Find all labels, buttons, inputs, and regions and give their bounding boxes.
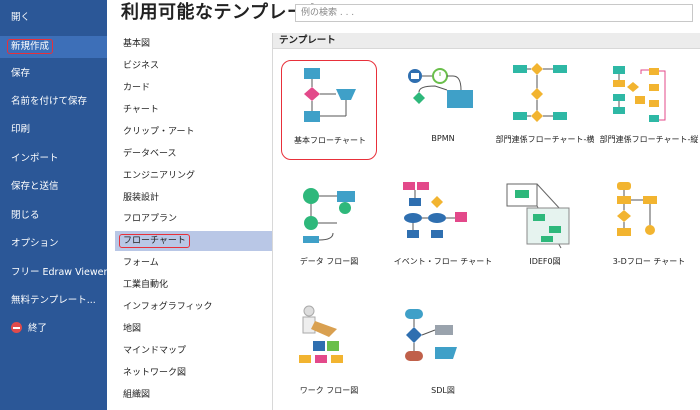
sidebar-item-open[interactable]: 開く (11, 12, 31, 23)
template-label: 基本フローチャート (294, 136, 366, 145)
exit-icon (11, 322, 22, 333)
page-title: 利用可能なテンプレート (121, 2, 324, 23)
sidebar-item-free-templates[interactable]: 無料テンプレート... (11, 295, 96, 306)
template-label: 3-Dフロー チャート (612, 257, 686, 266)
category-database[interactable]: データベース (123, 149, 177, 159)
category-network[interactable]: ネットワーク図 (123, 368, 187, 378)
sidebar-item-exit-label: 終了 (28, 323, 48, 334)
workflow-icon (299, 305, 343, 363)
sidebar-item-new[interactable]: 新規作成 (0, 36, 107, 58)
category-chart[interactable]: チャート (123, 105, 159, 115)
sidebar-item-print[interactable]: 印刷 (11, 124, 31, 135)
template-label: IDEF0図 (529, 257, 561, 266)
category-flowchart[interactable]: フローチャート (115, 231, 272, 251)
template-panel: テンプレート 基本フローチャート BPMN (272, 33, 700, 410)
bpmn-icon (408, 68, 473, 108)
template-label: ワーク フロー図 (299, 386, 359, 395)
template-basic-flowchart[interactable]: 基本フローチャート (281, 60, 377, 160)
sidebar-item-save[interactable]: 保存 (11, 68, 31, 79)
sidebar-item-import[interactable]: インポート (11, 153, 59, 164)
template-sdl[interactable]: SDL図 (395, 303, 491, 403)
template-workflow[interactable]: ワーク フロー図 (281, 303, 377, 403)
template-cross-functional-horizontal[interactable]: 部門連係フローチャート-横 (496, 60, 594, 160)
sidebar-item-new-label: 新規作成 (7, 39, 54, 54)
template-bpmn[interactable]: BPMN (395, 60, 491, 160)
template-3d-flowchart[interactable]: 3-Dフロー チャート (601, 178, 697, 278)
basic-flowchart-icon (304, 68, 356, 122)
category-flowchart-label: フローチャート (119, 234, 190, 248)
3d-flowchart-icon (617, 182, 657, 236)
template-cross-functional-vertical[interactable]: 部門連係フローチャート-縦 (600, 60, 698, 160)
sidebar-item-exit[interactable]: 終了 (0, 318, 107, 340)
sidebar-item-save-send[interactable]: 保存と送信 (11, 181, 59, 192)
event-flow-icon (403, 182, 467, 238)
template-label: SDL図 (431, 386, 455, 395)
category-list: 基本図 ビジネス カード チャート クリップ・アート データベース エンジニアリ… (115, 33, 272, 410)
cross-functional-horizontal-icon (513, 63, 567, 122)
category-industrial[interactable]: 工業自動化 (123, 280, 169, 290)
category-form[interactable]: フォーム (123, 258, 159, 268)
template-event-flow[interactable]: イベント・フロー チャート (394, 178, 492, 278)
category-mindmap[interactable]: マインドマップ (123, 346, 187, 356)
sidebar-item-viewer[interactable]: フリー Edraw Viewer (11, 267, 108, 278)
sidebar-item-options[interactable]: オプション (11, 238, 59, 249)
category-orgchart[interactable]: 組織図 (123, 390, 151, 400)
category-map[interactable]: 地図 (123, 324, 142, 334)
category-floorplan[interactable]: フロアプラン (123, 214, 178, 224)
category-basic[interactable]: 基本図 (123, 39, 151, 49)
search-input[interactable] (295, 4, 693, 22)
templates-heading: テンプレート (273, 33, 700, 49)
category-business[interactable]: ビジネス (123, 61, 160, 71)
template-label: 部門連係フローチャート-横 (495, 135, 595, 144)
category-card[interactable]: カード (123, 83, 151, 93)
file-menu-sidebar: 開く 新規作成 保存 名前を付けて保存 印刷 インポート 保存と送信 閉じる オ… (0, 0, 107, 410)
template-label: 部門連係フローチャート-縦 (599, 135, 699, 144)
template-data-flow[interactable]: データ フロー図 (281, 178, 377, 278)
sidebar-item-close[interactable]: 閉じる (11, 210, 40, 221)
template-label: データ フロー図 (299, 257, 359, 266)
category-engineering[interactable]: エンジニアリング (123, 171, 196, 181)
data-flow-icon (303, 188, 355, 243)
template-idef0[interactable]: IDEF0図 (497, 178, 593, 278)
template-label: イベント・フロー チャート (393, 257, 493, 266)
sdl-icon (405, 309, 457, 361)
template-label: BPMN (431, 134, 455, 143)
category-clipart[interactable]: クリップ・アート (123, 127, 195, 137)
idef0-icon (506, 183, 570, 249)
cross-functional-vertical-icon (613, 66, 666, 122)
category-infographic[interactable]: インフォグラフィック (123, 302, 213, 312)
category-fashion[interactable]: 服装設計 (123, 193, 160, 203)
sidebar-item-save-as[interactable]: 名前を付けて保存 (11, 96, 88, 107)
